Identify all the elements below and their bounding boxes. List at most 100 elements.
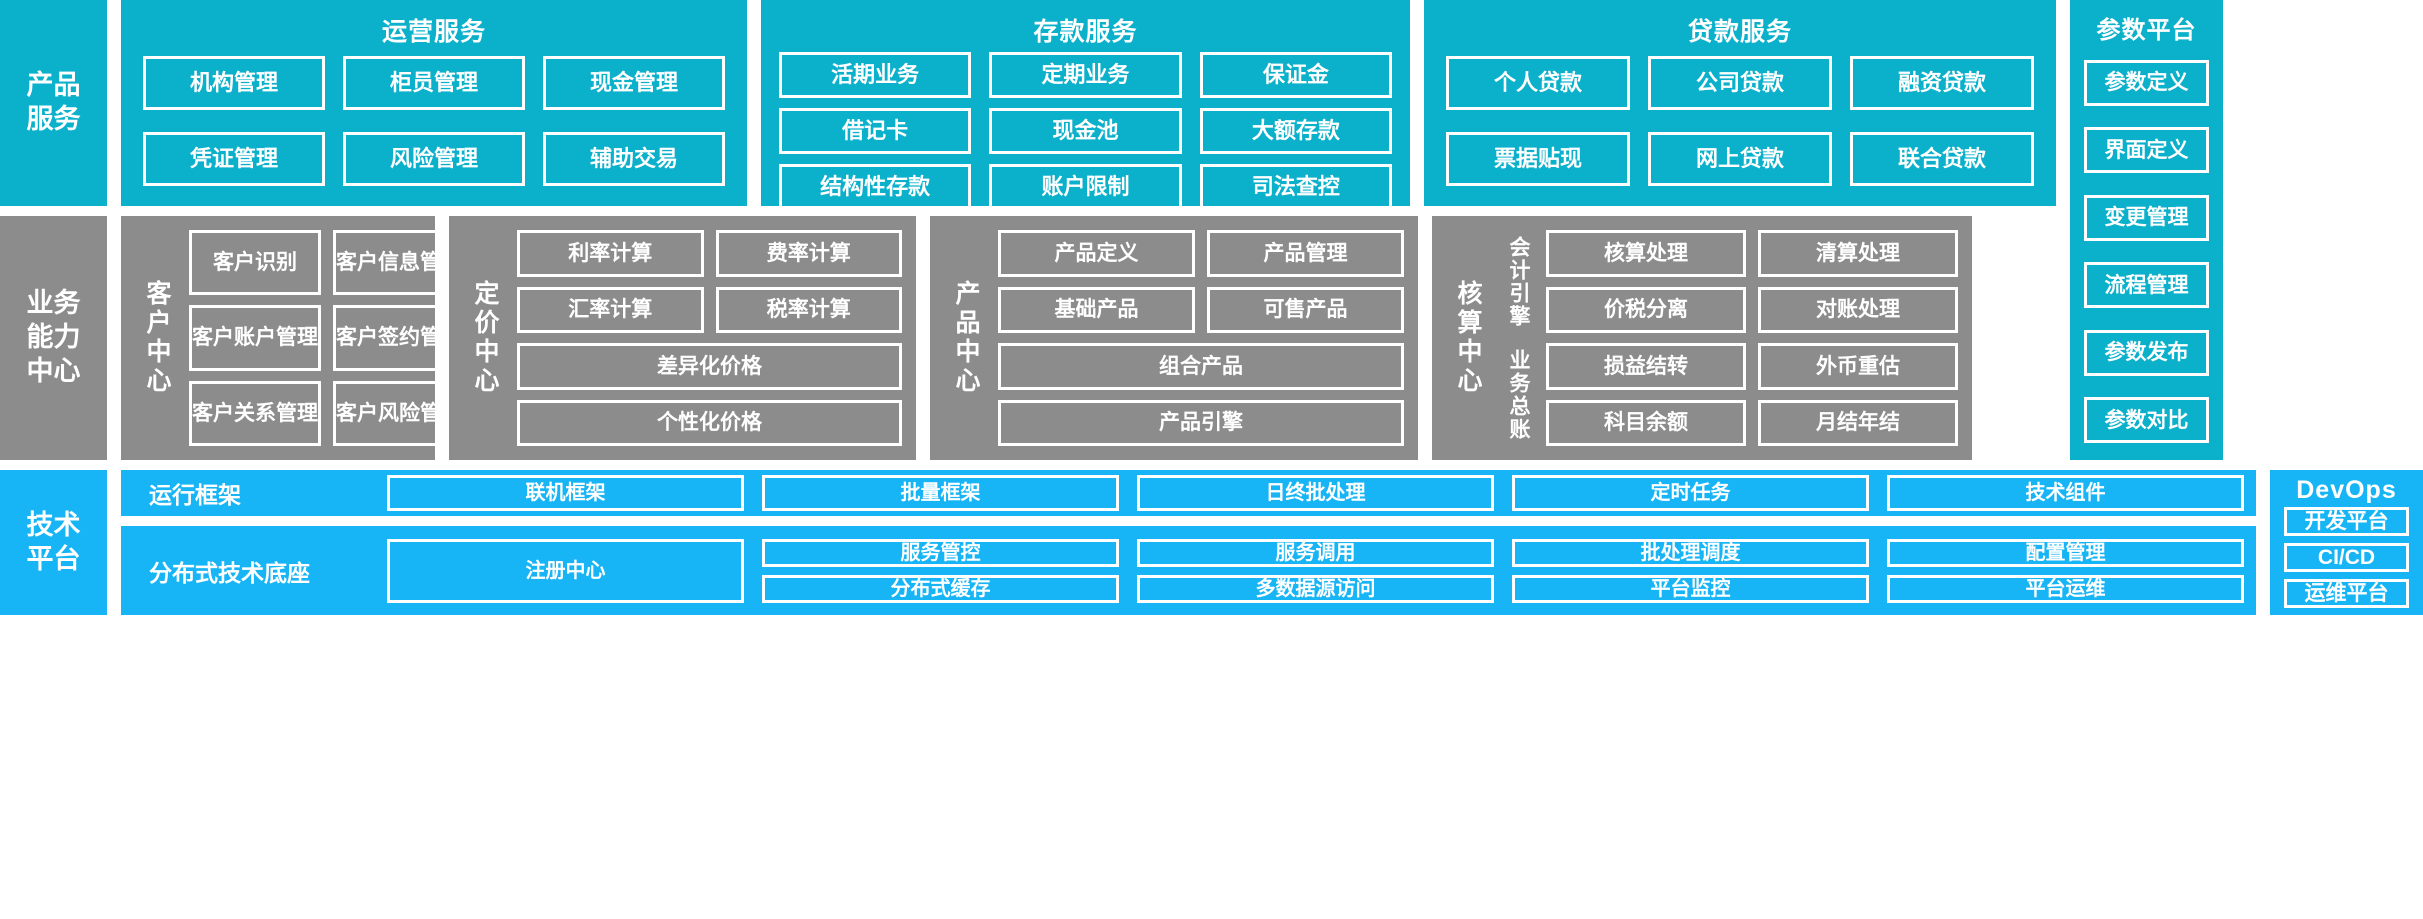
capability-box[interactable]: 对账处理 <box>1758 286 1958 333</box>
tech-box[interactable]: 多数据源访问 <box>1137 574 1494 603</box>
group-row: 个人贷款 公司贷款 融资贷款 <box>1446 56 2034 110</box>
tech-box[interactable]: 联机框架 <box>387 475 744 511</box>
capability-box[interactable]: 价税分离 <box>1546 286 1746 333</box>
center-row: 客户账户管理 客户签约管理 <box>189 305 465 371</box>
product-services-layer: 产品 服务 运营服务 机构管理 柜员管理 现金管理 凭证管理 风险管理 辅助交易 <box>0 0 2423 460</box>
service-box[interactable]: 凭证管理 <box>143 132 325 186</box>
service-box[interactable]: 联合贷款 <box>1850 132 2034 186</box>
center-row: 差异化价格 <box>517 343 902 390</box>
group-parameter-platform: 参数平台 参数定义 界面定义 变更管理 流程管理 参数发布 参数对比 <box>2070 0 2223 460</box>
capability-box[interactable]: 外币重估 <box>1758 343 1958 390</box>
tech-box[interactable]: 平台运维 <box>1887 574 2244 603</box>
layer-label-business-capability: 业务 能力 中心 <box>0 216 107 460</box>
layer-label-line-2: 能力 <box>26 322 81 353</box>
layer-label-line-1: 业务 <box>26 288 81 319</box>
layer-label-line-1: 技术 <box>26 509 81 540</box>
param-box[interactable]: 流程管理 <box>2084 262 2209 309</box>
capability-box[interactable]: 汇率计算 <box>517 286 704 333</box>
capability-box-wide[interactable]: 差异化价格 <box>517 343 902 390</box>
service-box[interactable]: 风险管理 <box>343 132 525 186</box>
tech-column: 服务管控 分布式缓存 <box>762 538 1119 603</box>
layer-label-product-services: 产品 服务 <box>0 0 107 206</box>
param-box[interactable]: 参数定义 <box>2084 59 2209 106</box>
group-title-deposit: 存款服务 <box>1033 18 1138 46</box>
devops-box[interactable]: 运维平台 <box>2284 579 2409 609</box>
capability-box[interactable]: 核算处理 <box>1546 230 1746 277</box>
param-box[interactable]: 变更管理 <box>2084 194 2209 241</box>
capability-box[interactable]: 费率计算 <box>715 230 902 277</box>
capability-box[interactable]: 客户风险管理 <box>333 380 465 446</box>
tech-box[interactable]: 批处理调度 <box>1512 538 1869 567</box>
tech-register-wrapper: 注册中心 <box>387 538 744 603</box>
devops-box[interactable]: CI/CD <box>2284 543 2409 573</box>
capability-box[interactable]: 科目余额 <box>1546 399 1746 446</box>
group-devops: DevOps 开发平台 CI/CD 运维平台 <box>2270 470 2423 615</box>
service-box[interactable]: 辅助交易 <box>543 132 725 186</box>
capability-box[interactable]: 月结年结 <box>1758 399 1958 446</box>
service-box[interactable]: 现金池 <box>989 108 1182 154</box>
center-row: 科目余额 月结年结 <box>1546 399 1958 446</box>
tech-box[interactable]: 平台监控 <box>1512 574 1869 603</box>
service-box[interactable]: 活期业务 <box>779 52 972 98</box>
tech-box[interactable]: 分布式缓存 <box>762 574 1119 603</box>
technical-platform-layer: 技术 平台 运行框架 联机框架 批量框架 日终批处理 定时任务 技术组件 分布式… <box>0 470 2423 615</box>
capability-box[interactable]: 税率计算 <box>715 286 902 333</box>
group-row: 票据贴现 网上贷款 联合贷款 <box>1446 132 2034 186</box>
service-box[interactable]: 结构性存款 <box>779 164 972 210</box>
service-box[interactable]: 柜员管理 <box>343 56 525 110</box>
service-box[interactable]: 网上贷款 <box>1648 132 1832 186</box>
service-box[interactable]: 票据贴现 <box>1446 132 1630 186</box>
subgroup-accounting-engine: 会计引擎 核算处理 清算处理 价税分离 对账处理 <box>1500 230 1958 333</box>
group-title-operations: 运营服务 <box>381 18 486 46</box>
tech-box[interactable]: 定时任务 <box>1512 475 1869 511</box>
capability-box[interactable]: 产品定义 <box>998 230 1195 277</box>
service-box[interactable]: 现金管理 <box>543 56 725 110</box>
tech-box[interactable]: 配置管理 <box>1887 538 2244 567</box>
business-capability-layer: 业务 能力 中心 客户中心 客户识别 客户信息管理 客户账户管理 客户签约管理 … <box>0 216 2423 460</box>
group-title-loan: 贷款服务 <box>1687 18 1792 46</box>
capability-box[interactable]: 客户关系管理 <box>189 380 321 446</box>
capability-box[interactable]: 可售产品 <box>1207 286 1404 333</box>
capability-box[interactable]: 客户识别 <box>189 230 321 296</box>
param-box[interactable]: 界面定义 <box>2084 127 2209 174</box>
center-row: 客户关系管理 客户风险管理 <box>189 380 465 446</box>
center-customer: 客户中心 客户识别 客户信息管理 客户账户管理 客户签约管理 客户关系管理 客户… <box>121 216 465 460</box>
service-box[interactable]: 定期业务 <box>989 52 1182 98</box>
capability-box[interactable]: 利率计算 <box>517 230 704 277</box>
group-title-devops: DevOps <box>2296 476 2397 504</box>
service-box[interactable]: 融资贷款 <box>1850 56 2034 110</box>
param-box[interactable]: 参数发布 <box>2084 329 2209 376</box>
tech-box-register-center[interactable]: 注册中心 <box>387 538 744 603</box>
service-box[interactable]: 保证金 <box>1199 52 1392 98</box>
capability-box[interactable]: 客户信息管理 <box>333 230 465 296</box>
capability-box[interactable]: 基础产品 <box>998 286 1195 333</box>
layer-label-technical-platform: 技术 平台 <box>0 470 107 615</box>
capability-box[interactable]: 客户签约管理 <box>333 305 465 371</box>
capability-box-wide[interactable]: 个性化价格 <box>517 399 902 446</box>
tech-box[interactable]: 服务管控 <box>762 538 1119 567</box>
service-box[interactable]: 公司贷款 <box>1648 56 1832 110</box>
service-box[interactable]: 机构管理 <box>143 56 325 110</box>
center-product: 产品中心 产品定义 产品管理 基础产品 可售产品 组合产品 产品引擎 <box>930 216 1418 460</box>
capability-box-wide[interactable]: 组合产品 <box>998 343 1404 390</box>
tech-box[interactable]: 批量框架 <box>762 475 1119 511</box>
capability-box[interactable]: 清算处理 <box>1758 230 1958 277</box>
layer-label-line-2: 服务 <box>26 104 81 134</box>
center-label-product: 产品中心 <box>952 280 980 396</box>
tech-box[interactable]: 服务调用 <box>1137 538 1494 567</box>
param-box[interactable]: 参数对比 <box>2084 397 2209 444</box>
capability-box-wide[interactable]: 产品引擎 <box>998 399 1404 446</box>
service-box[interactable]: 大额存款 <box>1199 108 1392 154</box>
devops-box[interactable]: 开发平台 <box>2284 507 2409 537</box>
tech-box[interactable]: 日终批处理 <box>1137 475 1494 511</box>
subgroup-general-ledger: 业务总账 损益结转 外币重估 科目余额 月结年结 <box>1500 343 1958 446</box>
service-box[interactable]: 借记卡 <box>779 108 972 154</box>
service-box[interactable]: 个人贷款 <box>1446 56 1630 110</box>
capability-box[interactable]: 产品管理 <box>1207 230 1404 277</box>
center-row: 利率计算 费率计算 <box>517 230 902 277</box>
capability-box[interactable]: 客户账户管理 <box>189 305 321 371</box>
capability-box[interactable]: 损益结转 <box>1546 343 1746 390</box>
service-box[interactable]: 账户限制 <box>989 164 1182 210</box>
tech-box[interactable]: 技术组件 <box>1887 475 2244 511</box>
service-box[interactable]: 司法查控 <box>1199 164 1392 210</box>
